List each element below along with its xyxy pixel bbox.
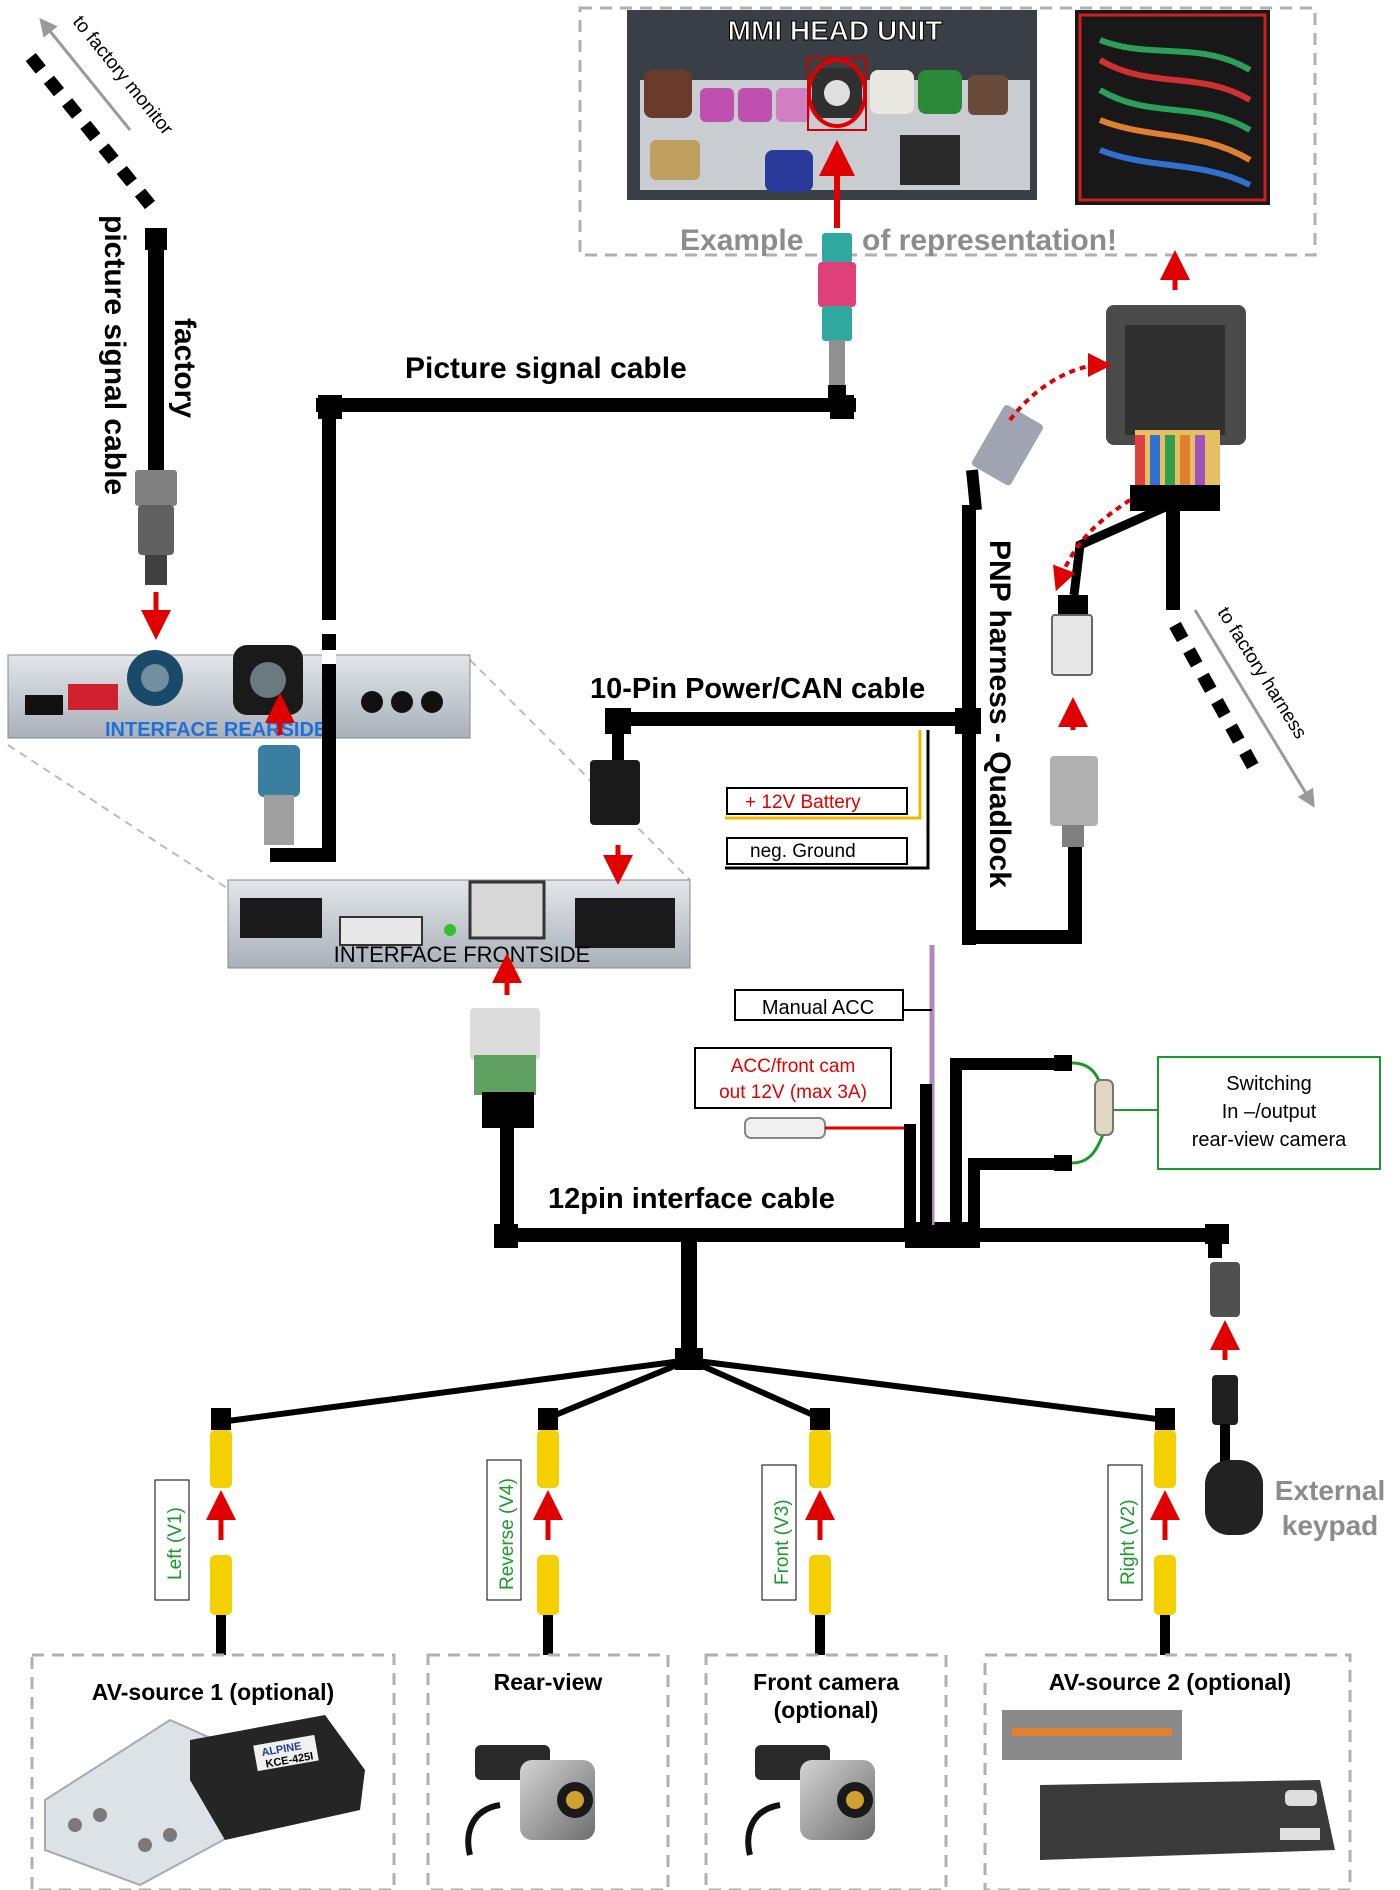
interface-rearside: INTERFACE REARSIDE (7, 645, 691, 891)
fakra-plug-picture-cable (818, 233, 856, 385)
rear-fakra-right (233, 645, 303, 715)
rca-connector-front: Front (V3) (761, 1408, 835, 1655)
av1-device-photo: ALPINE KCE-425I (44, 1715, 365, 1887)
factory-cable-label-2: picture signal cable (98, 215, 131, 495)
acc-front-cam-label-2: out 12V (max 3A) (719, 1082, 867, 1103)
source-av2-label: AV-source 2 (optional) (1049, 1669, 1291, 1695)
acc-front-cam-label: ACC/front cam (731, 1056, 856, 1077)
rear-fakra-left (127, 650, 183, 706)
source-av2: AV-source 2 (optional) (983, 1653, 1352, 1890)
interface-frontside-label: INTERFACE FRONTSIDE (334, 942, 591, 967)
source-rear: Rear-view (426, 1653, 670, 1890)
interface-cable-12pin: 12pin interface cable Manual ACC ACC/fro… (219, 945, 1386, 1541)
battery-label: + 12V Battery (745, 792, 861, 813)
picture-signal-cable-label: Picture signal cable (405, 352, 687, 385)
fakra-connectors (644, 68, 1008, 192)
pnp-harness-label: PNP harness - Quadlock (983, 540, 1016, 888)
switching-label-2: In –/output (1222, 1101, 1317, 1123)
ground-label: neg. Ground (750, 841, 856, 862)
rear-camera-photo (465, 1745, 595, 1856)
switching-label-3: rear-view camera (1192, 1129, 1347, 1151)
source-front-label-2: (optional) (774, 1697, 879, 1723)
rca-left-label: Left (V1) (165, 1507, 186, 1580)
source-av1-label: AV-source 1 (optional) (92, 1679, 334, 1705)
factory-picture-signal-cable: to factory monitor factory picture signa… (19, 12, 201, 640)
source-front-label: Front camera (753, 1669, 899, 1695)
source-av1: AV-source 1 (optional) ALPINE KCE-425I (30, 1653, 396, 1890)
rca-connector-reverse: Reverse (V4) (486, 1408, 563, 1655)
rca-front-label: Front (V3) (772, 1499, 793, 1585)
example-label-left: Example (680, 224, 803, 257)
rca-connector-left: Left (V1) (154, 1408, 236, 1655)
manual-acc-label: Manual ACC (762, 997, 874, 1019)
rca-right-label: Right (V2) (1118, 1499, 1139, 1585)
av2-device-photo (1002, 1710, 1335, 1860)
source-front: Front camera (optional) (704, 1653, 948, 1890)
source-rear-label: Rear-view (494, 1669, 603, 1695)
picture-signal-cable: Picture signal cable (270, 352, 856, 862)
power-can-cable-label: 10-Pin Power/CAN cable (590, 673, 925, 705)
example-label-right: of representation! (862, 224, 1117, 257)
head-unit-title: MMI HEAD UNIT (728, 15, 943, 46)
quadlock-wires-photo (1098, 37, 1252, 188)
interface-rearside-label: INTERFACE REARSIDE (105, 719, 327, 741)
pnp-harness: PNP harness - Quadlock to factory harnes… (962, 305, 1315, 945)
external-keypad-label-2: keypad (1282, 1510, 1379, 1541)
switching-label: Switching (1226, 1073, 1312, 1095)
front-camera-photo (745, 1745, 875, 1856)
interface-frontside: INTERFACE FRONTSIDE (227, 845, 691, 995)
head-unit-panel: MMI HEAD UNIT Example of representation! (578, 6, 1317, 290)
interface-cable-12pin-label: 12pin interface cable (548, 1183, 835, 1215)
external-keypad-label: External (1275, 1475, 1386, 1506)
factory-cable-label: factory (168, 318, 201, 418)
power-can-cable: + 12V Battery neg. Ground 10-Pin Power/C… (590, 673, 981, 870)
rca-reverse-label: Reverse (V4) (497, 1478, 518, 1590)
rca-connector-right: Right (V2) (1107, 1408, 1180, 1655)
